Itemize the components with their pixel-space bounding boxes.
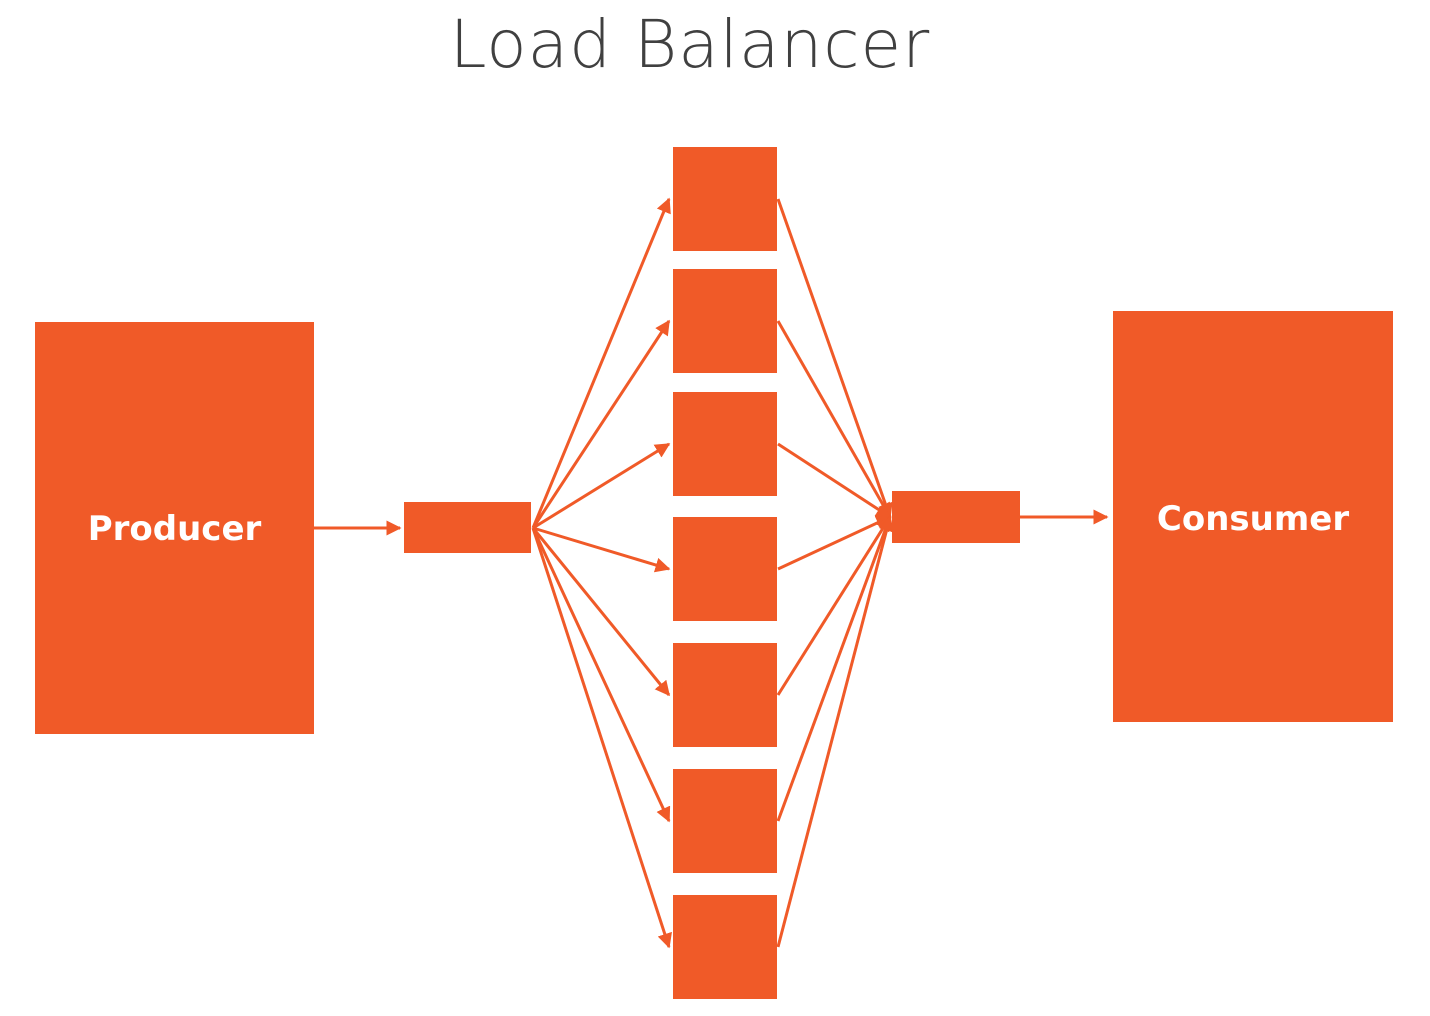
aggregator-box (892, 491, 1020, 543)
worker-7-node (673, 895, 777, 999)
balancer-node (404, 502, 531, 553)
edge-balancer-to-worker-5 (531, 527, 671, 697)
edge-worker-1-to-aggregator (776, 198, 893, 519)
edge-balancer-to-worker-4 (532, 526, 671, 573)
edge-balancer-to-worker-2 (531, 319, 671, 529)
producer-label: Producer (88, 509, 262, 549)
worker-2-box (673, 269, 777, 373)
balancer-box (404, 502, 531, 553)
edge-worker-7-to-aggregator (776, 515, 894, 948)
worker-2-node (673, 269, 777, 373)
worker-3-node (673, 392, 777, 496)
producer-box (35, 322, 314, 734)
consumer-label: Consumer (1157, 499, 1349, 539)
edge-balancer-to-worker-7 (531, 527, 672, 949)
worker-5-box (673, 643, 777, 747)
worker-3-box (673, 392, 777, 496)
edge-worker-4-to-aggregator (777, 515, 892, 571)
producer-node: Producer (35, 322, 314, 734)
worker-4-box (673, 517, 777, 621)
worker-1-box (673, 147, 777, 251)
edge-balancer-to-worker-6 (531, 527, 671, 823)
edge-worker-6-to-aggregator (776, 515, 893, 822)
edge-worker-2-to-aggregator (776, 320, 892, 519)
nodes-layer: Producer Consumer (35, 147, 1393, 999)
edge-worker-3-to-aggregator (777, 442, 892, 519)
worker-4-node (673, 517, 777, 621)
worker-6-node (673, 769, 777, 873)
worker-1-node (673, 147, 777, 251)
edge-balancer-to-worker-1 (531, 197, 671, 529)
consumer-node: Consumer (1113, 311, 1393, 722)
edge-worker-5-to-aggregator (776, 515, 892, 696)
diagram-title: Load Balancer (449, 6, 931, 83)
consumer-box (1113, 311, 1393, 722)
worker-5-node (673, 643, 777, 747)
aggregator-node (892, 491, 1020, 543)
worker-6-box (673, 769, 777, 873)
edges-layer (314, 197, 1109, 949)
edge-balancer-to-worker-3 (532, 442, 671, 530)
worker-7-box (673, 895, 777, 999)
